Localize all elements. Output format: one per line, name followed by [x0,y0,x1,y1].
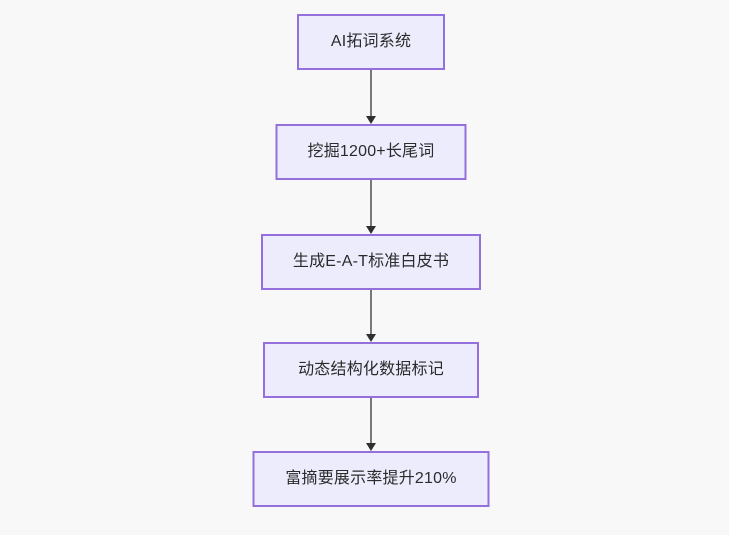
edge-line [370,70,372,117]
flow-edge-3-4 [365,290,377,342]
arrow-head-icon [366,443,376,451]
flow-edge-1-2 [365,70,377,124]
edge-line [370,180,372,227]
flow-edge-2-3 [365,180,377,234]
flow-node-label: AI拓词系统 [330,33,412,50]
flow-node-label: 挖掘1200+长尾词 [307,143,435,160]
flow-node-label: 生成E-A-T标准白皮书 [292,253,450,270]
flow-node-2[interactable]: 挖掘1200+长尾词 [275,124,467,180]
flow-node-label: 动态结构化数据标记 [298,361,444,378]
flow-node-1[interactable]: AI拓词系统 [297,14,445,70]
arrow-head-icon [366,116,376,124]
flow-node-4[interactable]: 动态结构化数据标记 [263,342,479,398]
edge-line [370,398,372,444]
arrow-head-icon [366,226,376,234]
flow-node-5[interactable]: 富摘要展示率提升210% [252,451,490,507]
flow-node-label: 富摘要展示率提升210% [285,470,457,487]
flow-edge-4-5 [365,398,377,451]
arrow-head-icon [366,334,376,342]
flow-node-3[interactable]: 生成E-A-T标准白皮书 [261,234,481,290]
edge-line [370,290,372,335]
